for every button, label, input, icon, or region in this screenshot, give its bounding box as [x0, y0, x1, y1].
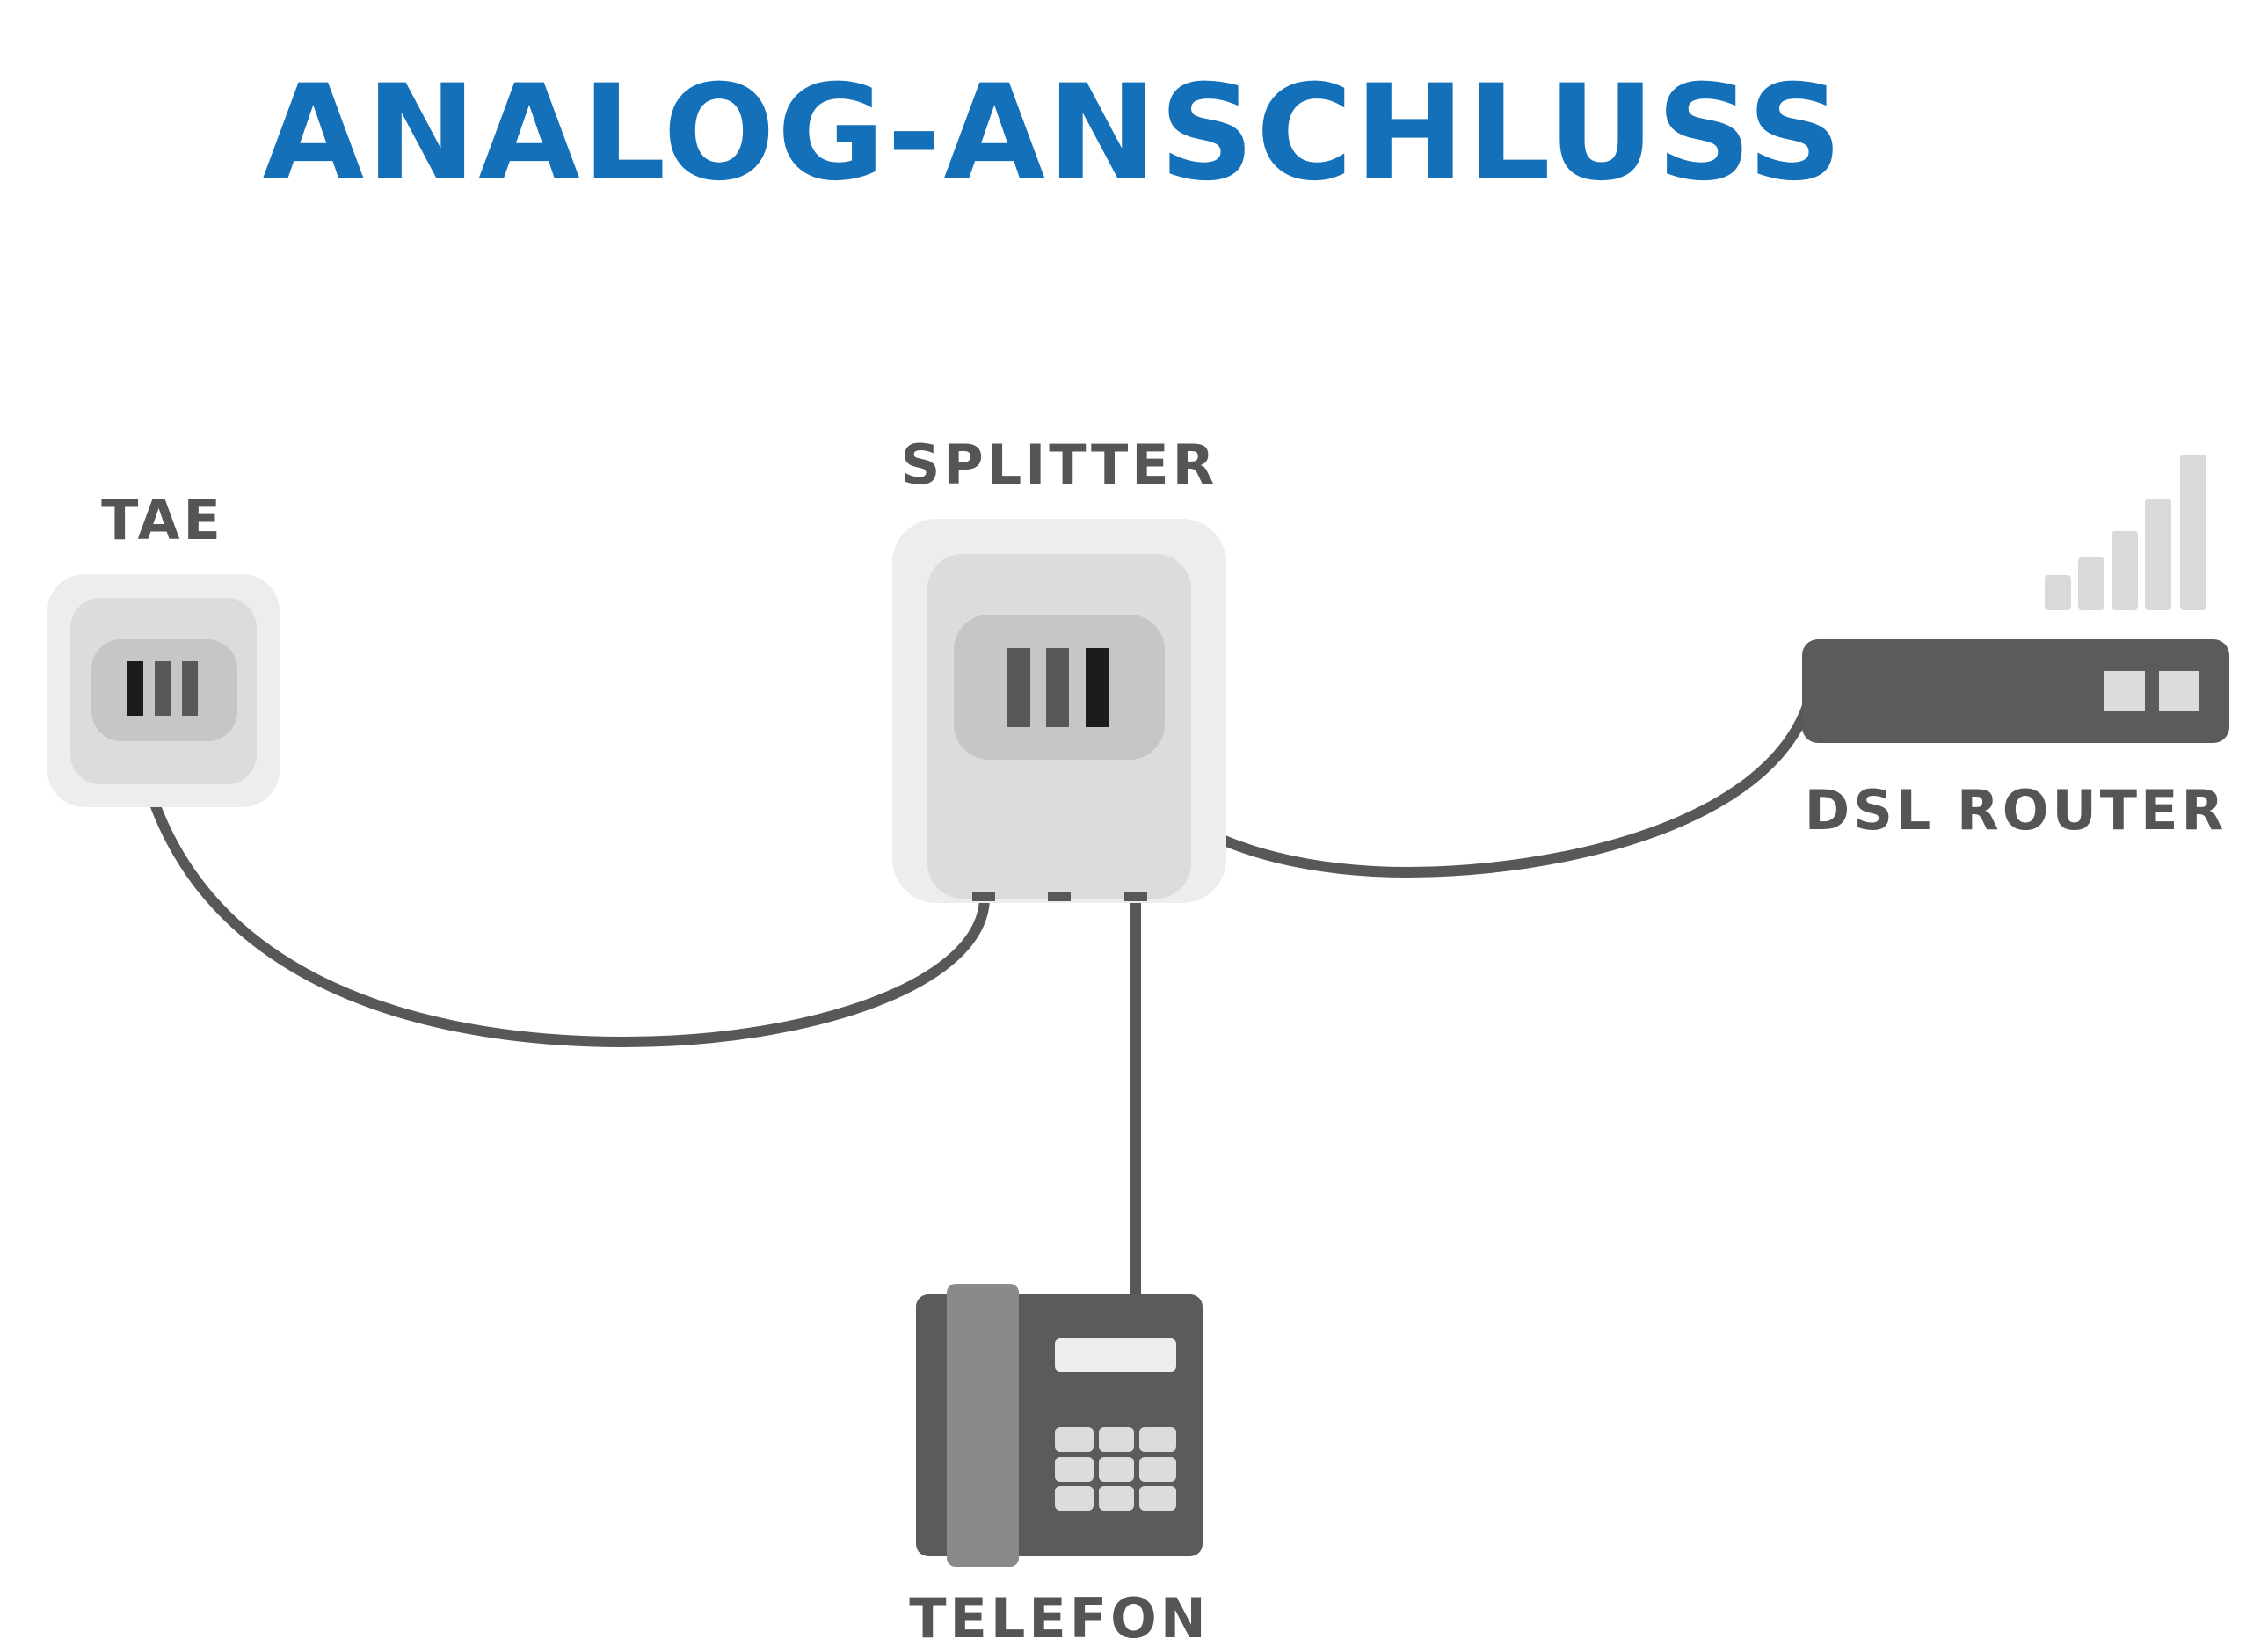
tae-label: TAE — [101, 488, 224, 552]
splitter-icon — [892, 519, 1226, 903]
splitter-port — [1124, 892, 1147, 901]
handset — [947, 1284, 1019, 1567]
tae-socket-icon — [47, 574, 280, 807]
cable-tae-splitter — [127, 681, 990, 1048]
router-led — [2159, 671, 2199, 711]
telephone-icon — [916, 1284, 1203, 1567]
router-label: DSL ROUTER — [1805, 778, 2227, 842]
splitter-label: SPLITTER — [901, 433, 1218, 497]
keypad — [1055, 1427, 1176, 1511]
router-led — [2104, 671, 2145, 711]
dsl-router-icon — [1802, 639, 2229, 743]
page-title: ANALOG-ANSCHLUSS — [262, 57, 1843, 210]
tae-pin — [155, 661, 171, 716]
splitter-pin-active — [1086, 648, 1109, 727]
signal-strength-icon — [2045, 455, 2206, 610]
splitter-port — [972, 892, 995, 901]
phone-display — [1055, 1338, 1176, 1372]
splitter-pin — [1007, 648, 1030, 727]
splitter-port — [1048, 892, 1071, 901]
telefon-label: TELEFON — [909, 1586, 1209, 1646]
tae-pin-active — [127, 661, 143, 716]
tae-pin — [182, 661, 198, 716]
splitter-pin — [1046, 648, 1069, 727]
